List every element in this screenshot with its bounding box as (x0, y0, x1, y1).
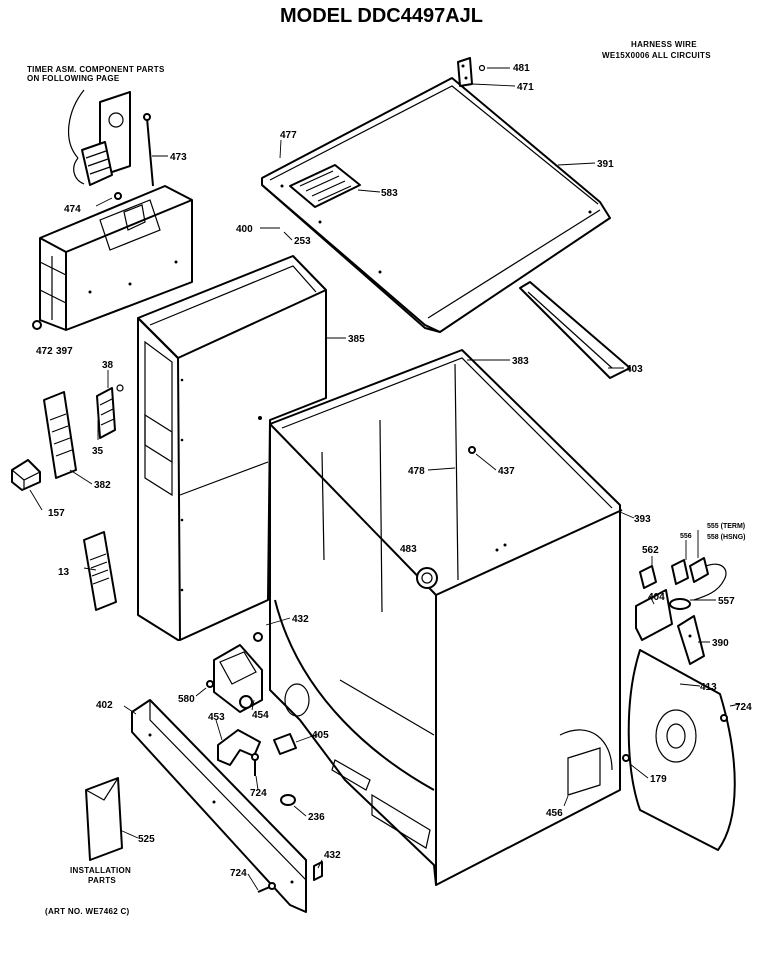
timer-bracket (68, 89, 131, 186)
switch-157 (11, 459, 41, 491)
screw-179 (622, 754, 630, 762)
control-board-382 (43, 391, 77, 479)
screw-474 (114, 192, 122, 200)
callout-483: 483 (400, 544, 417, 555)
callout-525: 525 (138, 834, 155, 845)
callout-437: 437 (498, 466, 515, 477)
callout-557: 557 (718, 596, 735, 607)
callout-382: 382 (94, 480, 111, 491)
callout-481: 481 (513, 63, 530, 74)
callout-558-hsng: 558 (HSNG) (707, 534, 746, 541)
callout-456: 456 (546, 808, 563, 819)
idler-454 (206, 644, 263, 713)
installation-note-line1: INSTALLATION (70, 866, 131, 875)
callout-432-bottom: 432 (324, 850, 341, 861)
callout-562: 562 (642, 545, 659, 556)
callout-471: 471 (517, 82, 534, 93)
screw-724-bottom (257, 882, 276, 893)
clip-432b (313, 861, 323, 881)
door-switch-483 (416, 567, 438, 589)
harness-plug-555 (689, 557, 727, 601)
callout-724-bottom: 724 (230, 868, 247, 879)
callout-179: 179 (650, 774, 667, 785)
callout-556: 556 (680, 533, 692, 540)
screw-472 (32, 320, 42, 330)
callout-403: 403 (626, 364, 643, 375)
screw-437 (468, 446, 476, 454)
callout-numbers: 481 471 477 391 583 400 253 473 474 472 … (36, 63, 752, 879)
callout-391: 391 (597, 159, 614, 170)
installation-bag (85, 777, 123, 861)
callout-157: 157 (48, 508, 65, 519)
model-title: MODEL DDC4497AJL (280, 5, 483, 27)
callout-454: 454 (252, 710, 269, 721)
callout-13: 13 (58, 567, 70, 578)
foot-236 (280, 794, 296, 806)
rear-frame (137, 255, 327, 641)
callout-383: 383 (512, 356, 529, 367)
callout-397: 397 (56, 346, 73, 357)
hinge-bracket (457, 57, 486, 87)
callout-35: 35 (92, 446, 104, 457)
callout-724-right: 724 (735, 702, 752, 713)
callout-583: 583 (381, 188, 398, 199)
terminal-block-38 (96, 384, 124, 439)
screw-724-right (720, 714, 728, 722)
callout-432-top: 432 (292, 614, 309, 625)
callout-555-term: 555 (TERM) (707, 523, 745, 530)
callout-580: 580 (178, 694, 195, 705)
label-plate-13 (83, 531, 117, 611)
callout-453: 453 (208, 712, 225, 723)
rear-duct-413 (627, 649, 736, 851)
art-number: (ART NO. WE7462 C) (45, 907, 130, 916)
callout-393: 393 (634, 514, 651, 525)
callout-390: 390 (712, 638, 729, 649)
top-strap (519, 281, 631, 379)
harness-note-line1: HARNESS WIRE (631, 40, 697, 49)
leader-lines (29, 67, 741, 891)
bracket-453 (217, 729, 261, 766)
callout-400: 400 (236, 224, 253, 235)
grommet-432 (253, 632, 263, 642)
rod-473 (143, 113, 154, 187)
callout-236: 236 (308, 812, 325, 823)
bolt-724-center (251, 753, 259, 776)
terminal-556 (671, 559, 689, 585)
duct-housing (39, 185, 193, 331)
installation-note-line2: PARTS (88, 876, 116, 885)
callout-477: 477 (280, 130, 297, 141)
callout-724-center: 724 (250, 788, 267, 799)
callout-413: 413 (700, 682, 717, 693)
callout-253: 253 (294, 236, 311, 247)
callout-402: 402 (96, 700, 113, 711)
bracket-390 (677, 615, 705, 665)
clip-405 (273, 733, 297, 755)
callout-385: 385 (348, 334, 365, 345)
harness-note-line2: WE15X0006 ALL CIRCUITS (602, 51, 711, 60)
callout-474: 474 (64, 204, 81, 215)
callout-405: 405 (312, 730, 329, 741)
callout-38: 38 (102, 360, 114, 371)
toe-kick-402 (131, 699, 307, 913)
callout-473: 473 (170, 152, 187, 163)
timer-note-line2: ON FOLLOWING PAGE (27, 74, 120, 83)
main-cabinet (269, 349, 623, 886)
thermostat-562 (639, 565, 657, 589)
bracket-404 (635, 589, 673, 641)
callout-404: 404 (648, 592, 665, 603)
top-panel (261, 77, 611, 333)
wire-557 (669, 598, 691, 610)
timer-note-line1: TIMER ASM. COMPONENT PARTS (27, 65, 165, 74)
callout-472: 472 (36, 346, 53, 357)
callout-478: 478 (408, 466, 425, 477)
